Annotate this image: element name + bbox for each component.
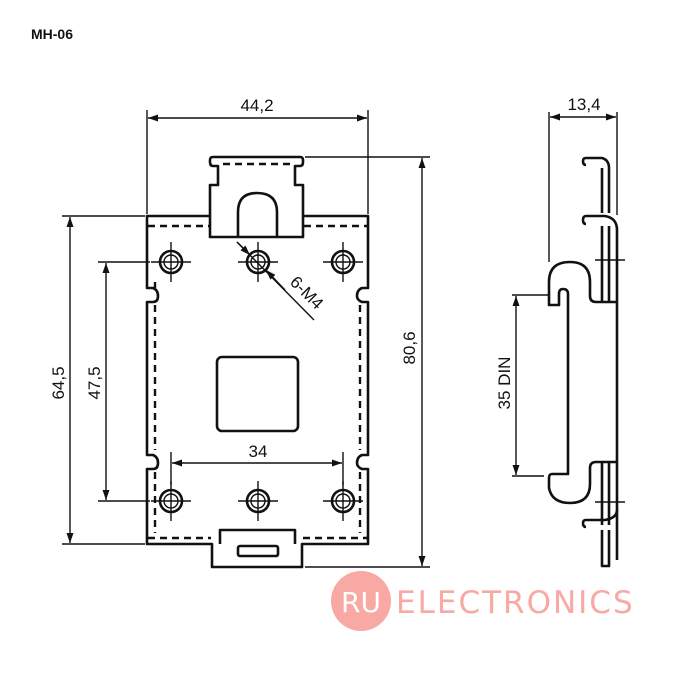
dim-hole-vertical-label: 47,5 bbox=[85, 366, 104, 399]
hole bbox=[236, 479, 280, 523]
drawing-title: MH-06 bbox=[31, 26, 74, 42]
dim-depth-label: 13,4 bbox=[567, 95, 600, 114]
hole bbox=[149, 240, 193, 284]
watermark-text: ELECTRONICS bbox=[396, 585, 635, 621]
hole bbox=[321, 240, 365, 284]
dim-rail-label: 35 DIN bbox=[495, 357, 514, 410]
top-tab bbox=[208, 155, 305, 239]
bottom-tab bbox=[218, 528, 297, 544]
front-dimensions: 44,2 80,6 64,5 47,5 34 6-M4 bbox=[49, 96, 430, 568]
side-view bbox=[547, 156, 625, 568]
center-window bbox=[215, 355, 300, 433]
mounting-holes bbox=[149, 240, 365, 523]
hole bbox=[321, 479, 365, 523]
hole bbox=[149, 479, 193, 523]
side-dimensions: 13,4 35 DIN bbox=[495, 95, 618, 477]
watermark-logo: RU ELECTRONICS bbox=[331, 571, 635, 631]
bottom-slot bbox=[236, 544, 280, 558]
watermark-badge-text: RU bbox=[341, 586, 381, 619]
front-view bbox=[145, 155, 370, 569]
dim-hole-horizontal-label: 34 bbox=[249, 442, 268, 461]
plate-outline bbox=[145, 214, 370, 569]
watermark-badge bbox=[331, 571, 391, 631]
top-tab-arch bbox=[236, 191, 279, 237]
dim-width-label: 44,2 bbox=[240, 96, 273, 115]
dim-height-total-label: 80,6 bbox=[400, 331, 419, 364]
dim-height-plate-label: 64,5 bbox=[49, 366, 68, 399]
dim-holes-label: 6-M4 bbox=[286, 272, 327, 313]
